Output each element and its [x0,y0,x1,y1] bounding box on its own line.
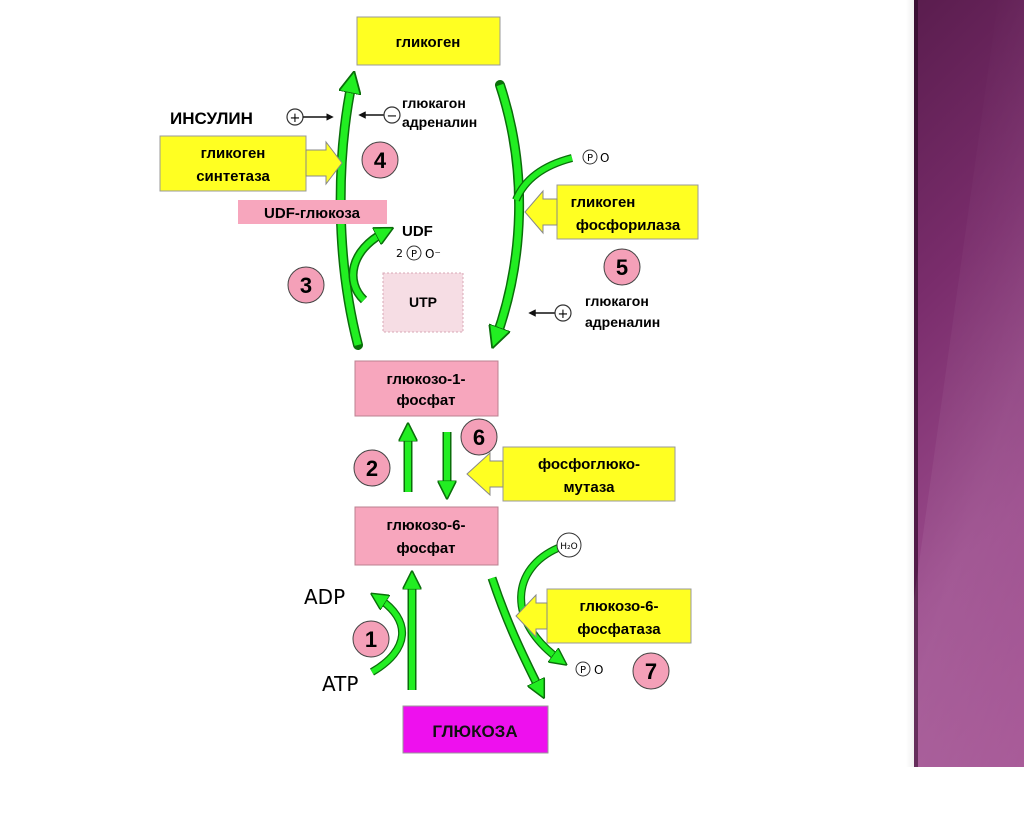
phosphatase-pointer-arrow [515,593,548,639]
svg-text:+: + [290,111,301,126]
glycogen-node: гликоген [356,16,501,66]
svg-text:2: 2 [366,456,378,481]
insulin-regulator: ИНСУЛИН + [170,108,334,128]
svg-text:гликоген: гликоген [201,145,266,162]
phosphoglucomutase-enzyme: фосфоглюко- мутаза [466,446,676,502]
svg-text:ATP: ATP [322,672,358,696]
svg-text:глюкозо-1-: глюкозо-1- [386,371,465,388]
step-2-circle: 2 [353,449,391,487]
phosphate-icon [582,149,598,165]
svg-text:−: − [387,109,398,124]
svg-text:UDF-глюкоза: UDF-глюкоза [264,205,361,222]
svg-text:мутаза: мутаза [564,479,616,496]
water-icon [556,532,582,558]
phosphate-top: P O [582,149,609,165]
udf-glucose-node: UDF-глюкоза [238,200,387,224]
svg-text:H₂O: H₂O [560,542,577,552]
udf-label: UDF 2 P O⁻ [396,223,441,261]
svg-text:3: 3 [300,273,312,298]
svg-text:5: 5 [616,255,628,280]
svg-text:ГЛЮКОЗА: ГЛЮКОЗА [432,722,517,741]
svg-text:глюкагон: глюкагон [402,95,466,111]
glucose-6-phosphate-node: глюкозо-6- фосфат [354,506,499,566]
glucose-node: ГЛЮКОЗА [402,705,549,754]
svg-text:глюкагон: глюкагон [585,293,649,309]
svg-text:7: 7 [645,659,657,684]
svg-text:глюкозо-6-: глюкозо-6- [579,598,658,615]
svg-text:4: 4 [374,148,387,173]
svg-text:P: P [580,665,586,676]
phosphorylase-pointer-arrow [524,189,558,235]
svg-text:ИНСУЛИН: ИНСУЛИН [170,109,253,128]
svg-text:адреналин: адреналин [402,114,477,130]
svg-text:гликоген: гликоген [396,34,461,51]
svg-text:2: 2 [396,247,403,260]
svg-text:O: O [594,663,603,677]
svg-text:синтетаза: синтетаза [196,168,270,185]
atp-label: ATP [322,672,358,696]
step-3-circle: 3 [287,266,325,304]
utp-node: UTP [382,272,464,333]
svg-text:фосфатаза: фосфатаза [577,621,661,638]
synthase-pointer-arrow [305,140,343,186]
decorative-side-panel [884,0,1024,826]
svg-text:глюкозо-6-: глюкозо-6- [386,517,465,534]
glucose-6-phosphatase-enzyme: глюкозо-6- фосфатаза [515,588,692,644]
glucagon-adrenaline-top: − глюкагон адреналин [358,95,477,130]
glycogen-synthase-enzyme: гликоген синтетаза [159,135,343,192]
svg-text:гликоген: гликоген [571,194,636,211]
svg-text:O: O [600,151,609,165]
phosphate-icon [575,661,591,677]
glycogen-phosphorylase-enzyme: гликоген фосфорилаза [524,184,699,240]
glucose-1-phosphate-node: глюкозо-1- фосфат [354,360,499,417]
svg-text:UTP: UTP [409,294,437,310]
step-1-circle: 1 [352,620,390,658]
svg-text:фосфат: фосфат [396,540,455,557]
glucagon-adrenaline-bottom: + глюкагон адреналин [528,293,660,330]
step-7-circle: 7 [632,652,670,690]
svg-text:фосфат: фосфат [396,392,455,409]
mutase-pointer-arrow [466,451,504,497]
minus-icon [383,106,401,124]
slide-edge-shadow [906,0,914,767]
svg-text:фосфоглюко-: фосфоглюко- [538,456,640,473]
glycogen-metabolism-diagram: гликоген глюкозо-1- фосфат глюкозо-6- фо… [159,16,699,754]
svg-text:фосфорилаза: фосфорилаза [576,217,681,234]
svg-text:ADP: ADP [304,585,345,609]
adp-label: ADP [304,585,345,609]
svg-text:+: + [558,307,569,322]
step-5-circle: 5 [603,248,641,286]
side-panel-stripe [914,0,918,767]
svg-text:6: 6 [473,425,485,450]
plus-icon [554,304,572,322]
svg-text:адреналин: адреналин [585,314,660,330]
svg-text:UDF: UDF [402,223,433,240]
step-4-circle: 4 [361,141,399,179]
water-molecule: H₂O [556,532,582,558]
svg-text:P: P [411,249,417,260]
svg-text:O⁻: O⁻ [425,247,441,261]
phosphate-bottom: P O [575,661,603,677]
svg-text:P: P [587,153,593,164]
phosphate-icon [406,245,422,261]
step-6-circle: 6 [460,418,498,456]
svg-text:1: 1 [365,627,377,652]
